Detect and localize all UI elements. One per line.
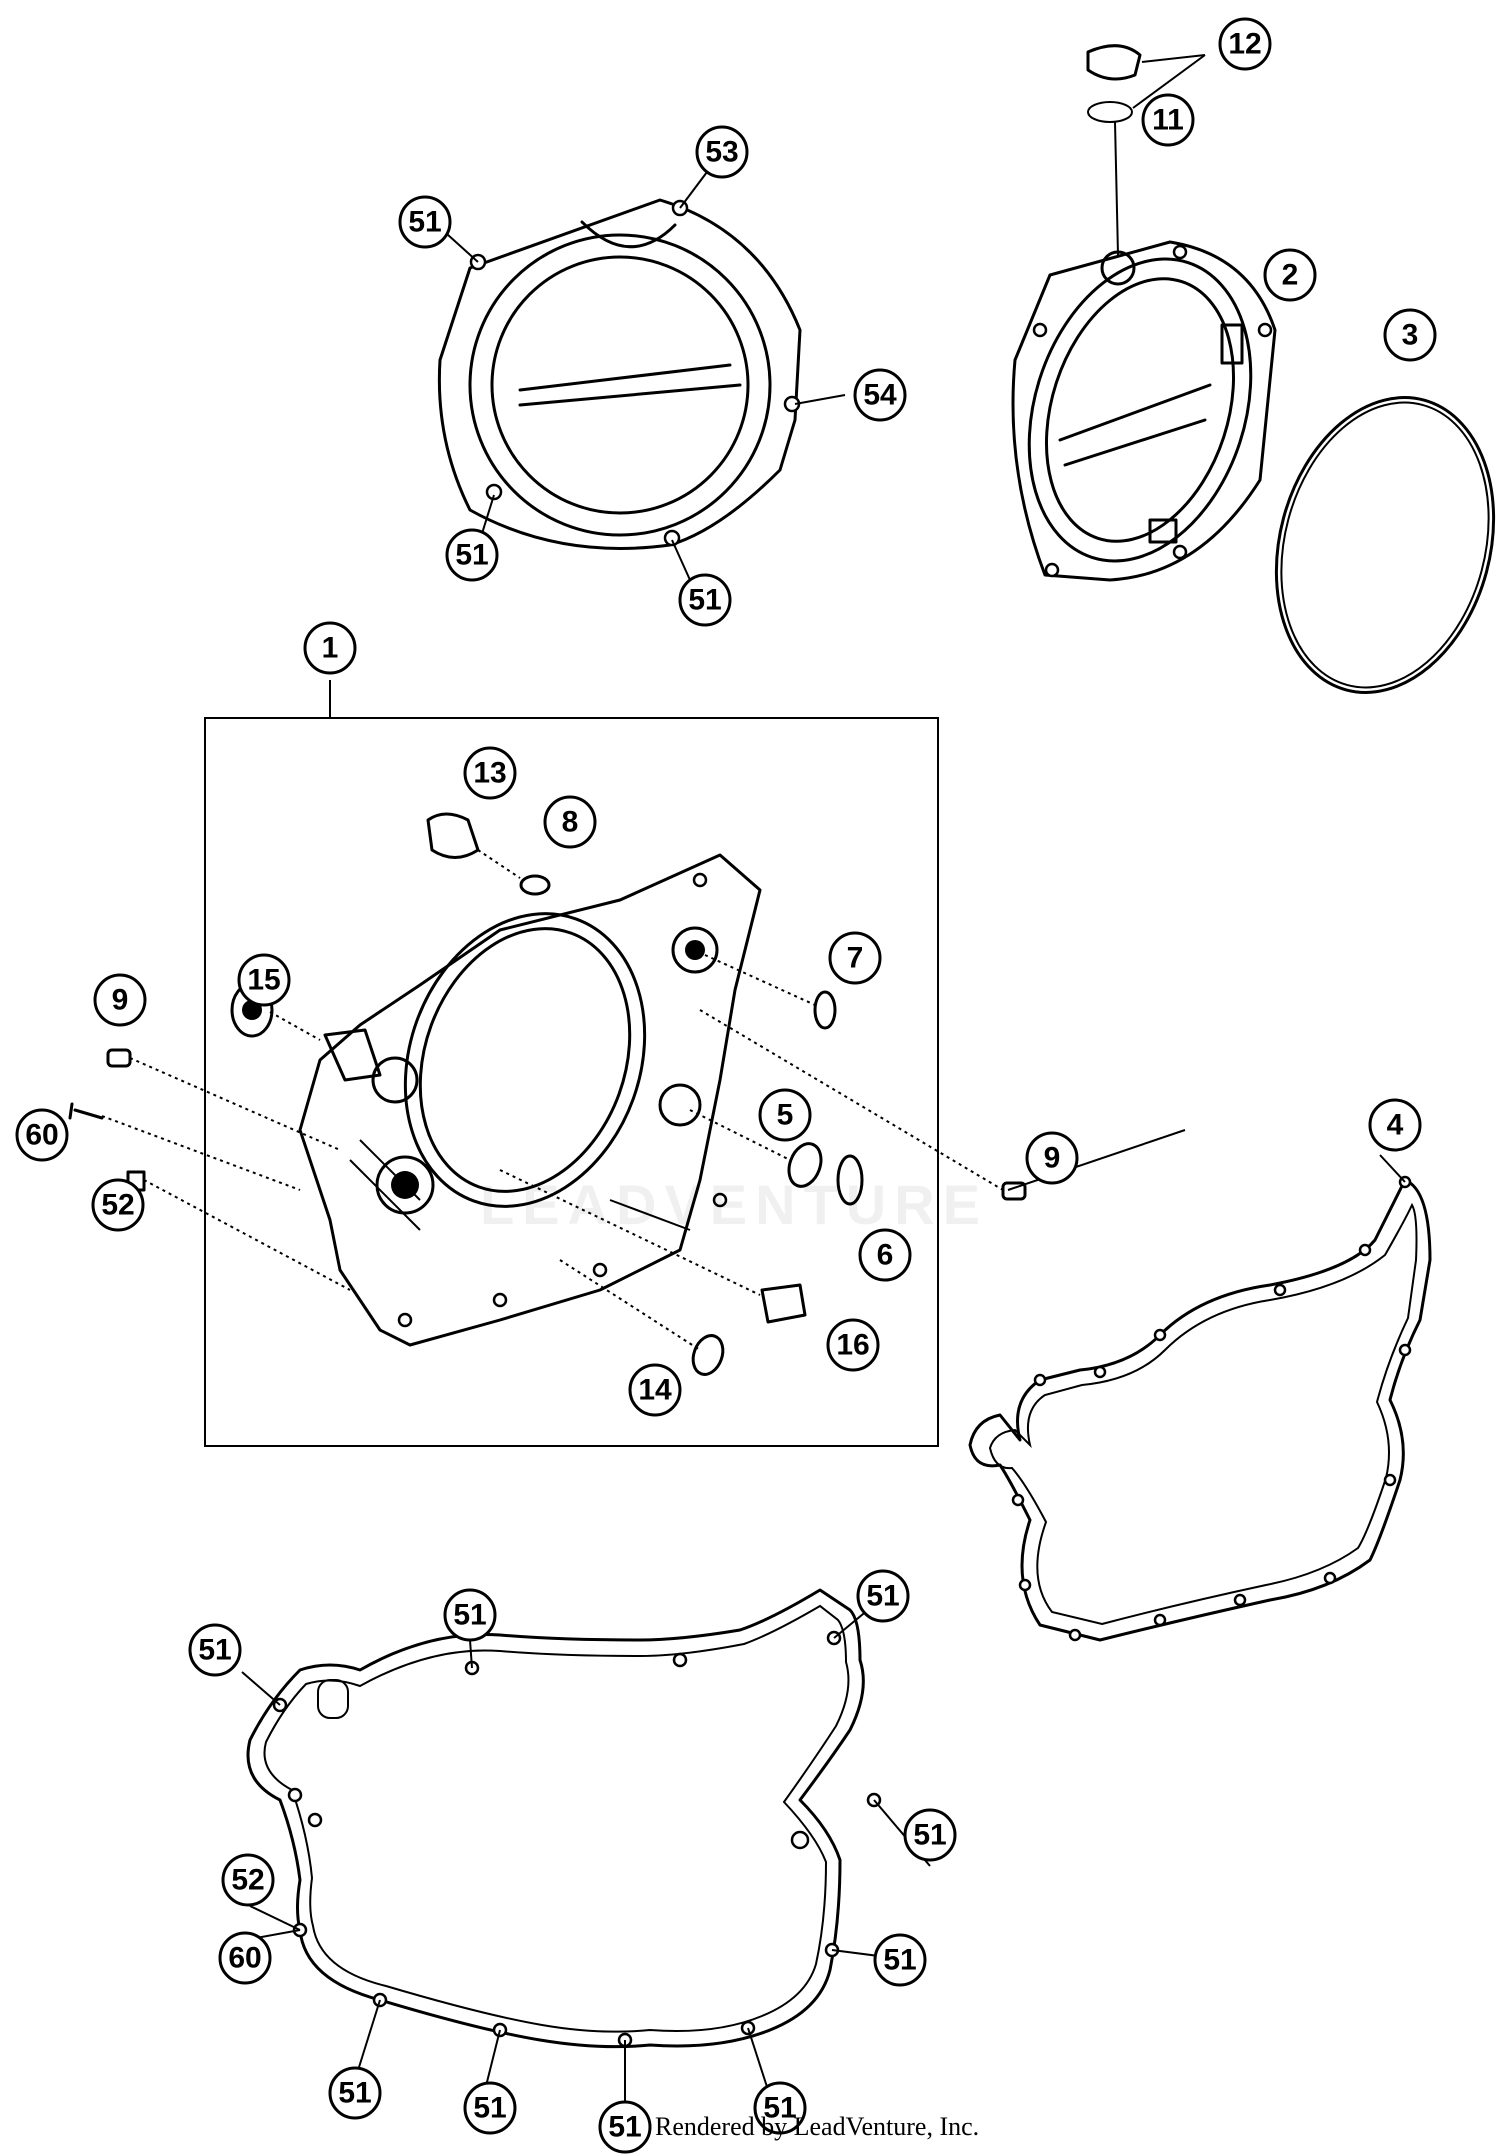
callout-4[interactable]: 4 <box>1368 1098 1422 1152</box>
svg-text:9: 9 <box>112 984 129 1017</box>
callout-2[interactable]: 2 <box>1263 248 1317 302</box>
callout-60-box[interactable]: 60 <box>15 1108 69 1162</box>
svg-text:51: 51 <box>913 1819 946 1852</box>
svg-text:6: 6 <box>877 1239 894 1272</box>
svg-text:51: 51 <box>688 584 721 617</box>
gasket-4-holes <box>1011 1175 1412 1642</box>
svg-text:52: 52 <box>101 1189 134 1222</box>
callout-52-gasket[interactable]: 52 <box>221 1853 275 1907</box>
plug-9-left <box>106 1048 132 1068</box>
o-ring-3-inner <box>1280 401 1490 689</box>
svg-text:60: 60 <box>228 1942 261 1975</box>
svg-text:4: 4 <box>1387 1109 1404 1142</box>
clutch-cover-casting <box>298 853 762 1347</box>
svg-text:51: 51 <box>608 2111 641 2144</box>
callout-60-gasket[interactable]: 60 <box>218 1931 272 1985</box>
callout-7[interactable]: 7 <box>828 931 882 985</box>
svg-text:52: 52 <box>231 1864 264 1897</box>
svg-text:51: 51 <box>866 1580 899 1613</box>
svg-text:2: 2 <box>1282 259 1299 292</box>
callout-5[interactable]: 5 <box>758 1088 812 1142</box>
svg-text:54: 54 <box>863 379 897 412</box>
svg-text:9: 9 <box>1044 1142 1061 1175</box>
callout-51-gasket-f[interactable]: 51 <box>328 2066 382 2120</box>
svg-text:1: 1 <box>322 632 339 665</box>
svg-text:7: 7 <box>847 942 864 975</box>
callout-52-box[interactable]: 52 <box>91 1178 145 1232</box>
callout-54[interactable]: 54 <box>853 368 907 422</box>
svg-text:3: 3 <box>1402 319 1419 352</box>
gasket-bottom <box>246 1588 865 2049</box>
callout-51-gasket-e[interactable]: 51 <box>873 1933 927 1987</box>
svg-text:8: 8 <box>562 806 579 839</box>
callout-9-right[interactable]: 9 <box>1025 1131 1079 1185</box>
callout-11[interactable]: 11 <box>1141 93 1195 147</box>
svg-text:16: 16 <box>836 1329 869 1362</box>
callout-51-gasket-b[interactable]: 51 <box>856 1569 910 1623</box>
bolt-60 <box>68 1102 104 1120</box>
svg-text:51: 51 <box>883 1944 916 1977</box>
leader-lines <box>101 849 1004 1351</box>
svg-text:51: 51 <box>763 2092 796 2125</box>
callout-16[interactable]: 16 <box>826 1318 880 1372</box>
callout-51-cover-b[interactable]: 51 <box>445 528 499 582</box>
callout-53[interactable]: 53 <box>695 125 749 179</box>
svg-text:11: 11 <box>1152 104 1184 137</box>
callout-9-left[interactable]: 9 <box>93 973 147 1027</box>
svg-text:51: 51 <box>408 206 441 239</box>
small-parts <box>230 812 864 1376</box>
inner-clutch-cover <box>1011 44 1277 582</box>
plug-9-right <box>1001 1181 1027 1201</box>
svg-text:53: 53 <box>705 136 738 169</box>
callout-3[interactable]: 3 <box>1383 308 1437 362</box>
callout-51-gasket-c[interactable]: 51 <box>188 1623 242 1677</box>
callout-51-gasket-a[interactable]: 51 <box>443 1588 497 1642</box>
callout-51-gasket-h[interactable]: 51 <box>598 2100 652 2154</box>
o-ring-3 <box>1274 396 1496 694</box>
assembly-box <box>204 717 939 1447</box>
svg-text:5: 5 <box>777 1099 794 1132</box>
gasket-bottom-holes <box>272 1630 882 2048</box>
svg-text:15: 15 <box>247 964 280 997</box>
callout-51-gasket-d[interactable]: 51 <box>903 1808 957 1862</box>
svg-text:14: 14 <box>638 1374 672 1407</box>
callout-51-gasket-g[interactable]: 51 <box>463 2081 517 2135</box>
callout-13[interactable]: 13 <box>463 746 517 800</box>
callout-6[interactable]: 6 <box>858 1228 912 1282</box>
watermark: LEADVENTURE <box>480 1173 989 1236</box>
callout-51-gasket-i[interactable]: 51 <box>753 2081 807 2135</box>
svg-text:12: 12 <box>1228 28 1261 61</box>
svg-text:51: 51 <box>453 1599 486 1632</box>
callout-51-cover-a[interactable]: 51 <box>398 195 452 249</box>
render-credit: Rendered by LeadVenture, Inc. <box>655 2112 980 2141</box>
callout-1[interactable]: 1 <box>303 621 357 675</box>
callout-15[interactable]: 15 <box>237 953 291 1007</box>
svg-text:51: 51 <box>455 539 488 572</box>
gasket-4 <box>968 1178 1432 1642</box>
svg-text:51: 51 <box>473 2092 506 2125</box>
svg-text:51: 51 <box>198 1634 231 1667</box>
svg-text:60: 60 <box>25 1119 58 1152</box>
callout-12[interactable]: 12 <box>1218 17 1272 71</box>
callout-51-cover-c[interactable]: 51 <box>678 573 732 627</box>
outer-clutch-cover <box>437 198 802 550</box>
callout-8[interactable]: 8 <box>543 795 597 849</box>
callout-14[interactable]: 14 <box>628 1363 682 1417</box>
svg-text:51: 51 <box>338 2077 371 2110</box>
svg-text:13: 13 <box>473 757 506 790</box>
